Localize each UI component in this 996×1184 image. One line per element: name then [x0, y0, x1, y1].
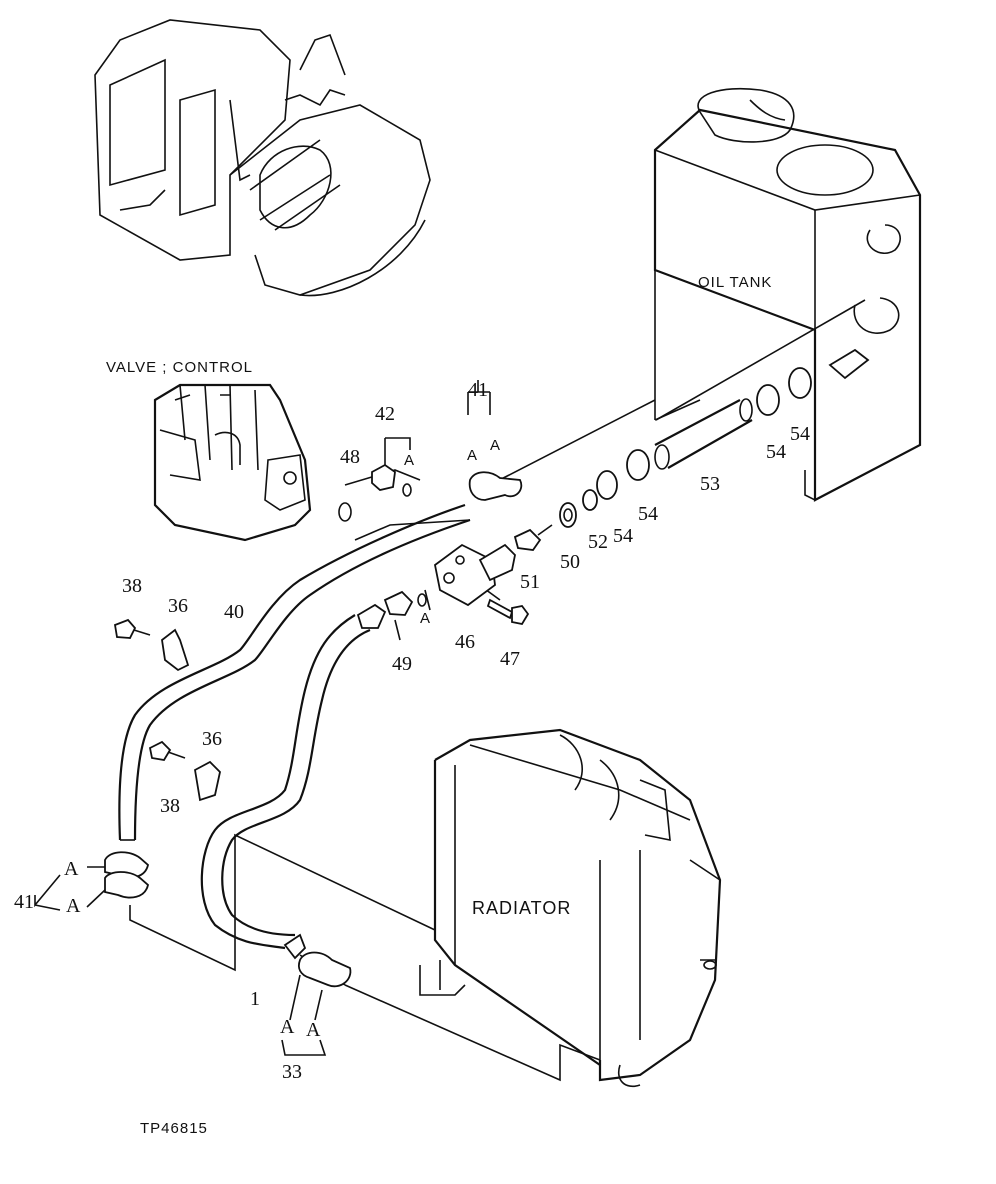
detail-mark-a: A — [404, 452, 415, 469]
detail-mark-a: A — [306, 1019, 321, 1041]
part-number-36: 36 — [202, 728, 222, 750]
part-number-52: 52 — [588, 531, 608, 553]
part-number-54: 54 — [766, 441, 786, 463]
control-valve-label: VALVE ; CONTROL — [106, 359, 253, 376]
detail-mark-a: A — [280, 1016, 295, 1038]
part-number-41: 41 — [14, 891, 34, 913]
radiator-illustration — [419, 728, 722, 1087]
part-number-38: 38 — [160, 795, 180, 817]
detail-mark-a: A — [467, 447, 478, 464]
detail-mark-a: A — [66, 895, 81, 917]
detail-mark-a: A — [420, 610, 431, 627]
text-labels: VALVE ; CONTROL OIL TANK RADIATOR TP4681… — [14, 274, 810, 1137]
part-number-36: 36 — [168, 595, 188, 617]
part-number-51: 51 — [520, 571, 540, 593]
part-number-54: 54 — [790, 423, 810, 445]
part-number-1: 1 — [250, 988, 260, 1010]
part-number-54: 54 — [638, 503, 658, 525]
part-number-38: 38 — [122, 575, 142, 597]
detail-mark-a: A — [64, 858, 79, 880]
oil-tank-label: OIL TANK — [698, 274, 772, 291]
part-number-42: 42 — [375, 403, 395, 425]
figure-id: TP46815 — [140, 1120, 208, 1137]
parts — [104, 348, 870, 988]
part-number-53: 53 — [700, 473, 720, 495]
label-brackets — [34, 866, 327, 1056]
part-number-48: 48 — [340, 446, 360, 468]
detail-mark-a: A — [490, 437, 501, 454]
part-number-41: 41 — [468, 379, 488, 401]
leader-lines — [129, 299, 866, 1082]
part-number-46: 46 — [455, 631, 475, 653]
part-number-47: 47 — [500, 648, 520, 670]
control-valve-illustration — [153, 383, 312, 542]
radiator-label: RADIATOR — [472, 898, 571, 918]
part-number-54: 54 — [613, 525, 633, 547]
part-number-49: 49 — [392, 653, 412, 675]
part-number-40: 40 — [224, 601, 244, 623]
part-number-33: 33 — [282, 1061, 302, 1083]
oil-tank-illustration — [653, 87, 922, 502]
excavator-overview-illustration — [94, 19, 431, 297]
part-number-50: 50 — [560, 551, 580, 573]
hoses — [118, 398, 753, 950]
